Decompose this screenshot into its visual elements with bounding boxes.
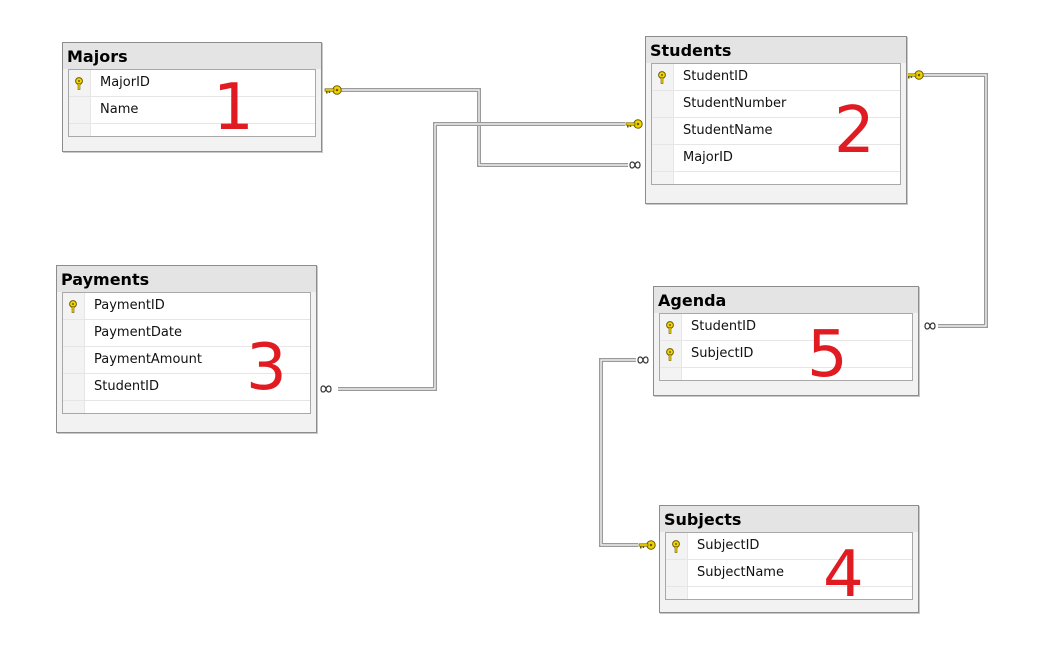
empty-row bbox=[660, 368, 912, 380]
field-row[interactable]: MajorID bbox=[69, 70, 315, 97]
primary-key-icon bbox=[75, 77, 83, 90]
table-payments[interactable]: Payments PaymentID PaymentDate PaymentAm… bbox=[56, 265, 317, 433]
field-row[interactable]: StudentName bbox=[652, 118, 900, 145]
field-row[interactable]: StudentNumber bbox=[652, 91, 900, 118]
empty-row bbox=[652, 172, 900, 184]
field-row[interactable]: SubjectID bbox=[666, 533, 912, 560]
table-majors[interactable]: Majors MajorID Name bbox=[62, 42, 322, 152]
table-title: Students bbox=[646, 37, 906, 63]
field-name: SubjectID bbox=[697, 538, 760, 553]
field-name: PaymentAmount bbox=[94, 352, 202, 367]
table-subjects[interactable]: Subjects SubjectID SubjectName bbox=[659, 505, 919, 613]
field-row[interactable]: Name bbox=[69, 97, 315, 124]
table-title: Majors bbox=[63, 43, 321, 69]
field-row[interactable]: SubjectName bbox=[666, 560, 912, 587]
field-name: SubjectName bbox=[697, 565, 784, 580]
infinity-end-icon bbox=[320, 385, 332, 393]
field-row[interactable]: StudentID bbox=[63, 374, 310, 401]
table-fields: StudentID SubjectID bbox=[659, 313, 913, 381]
field-name: StudentID bbox=[94, 379, 160, 394]
table-number-label: 1 bbox=[213, 71, 254, 145]
table-fields: MajorID Name bbox=[68, 69, 316, 137]
table-title: Payments bbox=[57, 266, 316, 292]
field-name: StudentID bbox=[691, 319, 757, 334]
table-students[interactable]: Students StudentID StudentNumber Student… bbox=[645, 36, 907, 204]
field-name: StudentNumber bbox=[683, 96, 787, 111]
field-name: PaymentID bbox=[94, 298, 165, 313]
empty-row bbox=[63, 401, 310, 413]
primary-key-icon bbox=[666, 348, 674, 361]
primary-key-icon bbox=[666, 321, 674, 334]
key-end-icon bbox=[906, 70, 924, 80]
table-title: Subjects bbox=[660, 506, 918, 532]
rel-students-agenda[interactable] bbox=[906, 70, 988, 330]
table-fields: PaymentID PaymentDate PaymentAmount Stud… bbox=[62, 292, 311, 414]
table-fields: StudentID StudentNumber StudentName Majo… bbox=[651, 63, 901, 185]
table-number-label: 4 bbox=[823, 538, 864, 612]
empty-row bbox=[69, 124, 315, 136]
field-name: Name bbox=[100, 102, 139, 117]
field-row[interactable]: StudentID bbox=[652, 64, 900, 91]
key-end-icon bbox=[638, 540, 656, 550]
infinity-end-icon bbox=[637, 356, 649, 364]
infinity-end-icon bbox=[924, 322, 936, 330]
table-agenda[interactable]: Agenda StudentID SubjectID bbox=[653, 286, 919, 396]
field-name: StudentID bbox=[683, 69, 749, 84]
primary-key-icon bbox=[69, 300, 77, 313]
table-number-label: 5 bbox=[807, 318, 848, 392]
field-row[interactable]: PaymentDate bbox=[63, 320, 310, 347]
field-row[interactable]: SubjectID bbox=[660, 341, 912, 368]
rel-subjects-agenda[interactable] bbox=[599, 356, 656, 550]
table-number-label: 3 bbox=[246, 331, 287, 405]
table-fields: SubjectID SubjectName bbox=[665, 532, 913, 600]
field-row[interactable]: MajorID bbox=[652, 145, 900, 172]
primary-key-icon bbox=[672, 540, 680, 553]
empty-row bbox=[666, 587, 912, 599]
table-title: Agenda bbox=[654, 287, 918, 313]
key-end-icon bbox=[625, 119, 643, 129]
field-name: StudentName bbox=[683, 123, 773, 138]
primary-key-icon bbox=[658, 71, 666, 84]
field-name: MajorID bbox=[100, 75, 150, 90]
field-row[interactable]: StudentID bbox=[660, 314, 912, 341]
field-name: PaymentDate bbox=[94, 325, 182, 340]
key-end-icon bbox=[324, 85, 342, 95]
table-number-label: 2 bbox=[834, 94, 875, 168]
field-name: MajorID bbox=[683, 150, 733, 165]
rel-majors-students[interactable] bbox=[324, 85, 641, 169]
rel-students-payments[interactable] bbox=[320, 119, 643, 393]
field-row[interactable]: PaymentAmount bbox=[63, 347, 310, 374]
field-row[interactable]: PaymentID bbox=[63, 293, 310, 320]
infinity-end-icon bbox=[629, 161, 641, 169]
field-name: SubjectID bbox=[691, 346, 754, 361]
